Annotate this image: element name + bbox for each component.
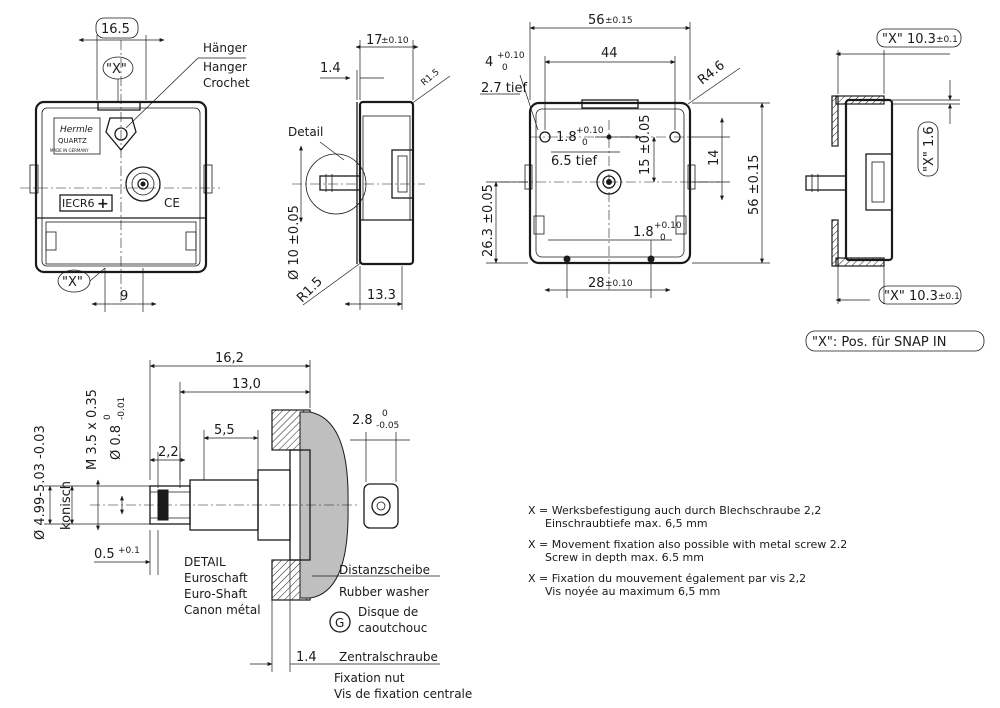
shaft-detail: 16,2 13,0 5,5 2,2 M 3.5 x 0.35 Ø 0.8 0 -…	[33, 351, 472, 701]
dim-1-4: 1.4	[320, 61, 341, 76]
label-vis-fix: Vis de fixation centrale	[334, 687, 472, 701]
snap-in-view: "X" 10.3 ±0.1 "X" 1.6 "X" 10.3 ±0.1 "X":…	[805, 28, 985, 352]
dim-nut-2-8-up: 0	[382, 409, 388, 419]
note-fr-line2: Vis noyée au maximum 6,5 mm	[545, 585, 720, 598]
dim-5-5: 5,5	[214, 423, 235, 438]
dim-0-5-tol: +0.1	[118, 546, 140, 556]
dim-13-0: 13,0	[232, 377, 261, 392]
front-view: Hermle QUARTZ MADE IN GERMANY IECR6 + CE…	[20, 17, 250, 312]
dim-m35: M 3.5 x 0.35	[85, 389, 100, 470]
dim-r1-5-top: R1.5	[420, 67, 442, 88]
note-de-line2: Einschraubtiefe max. 6,5 mm	[545, 517, 708, 530]
label-zentral: Zentralschraube	[339, 650, 438, 664]
dim-16-2: 16,2	[215, 351, 244, 366]
label-euro-shaft: Euro-Shaft	[184, 587, 247, 601]
dim-44: 44	[601, 46, 618, 61]
hand-shaft-gear	[125, 166, 161, 202]
dim-1-4-shaft: 1.4	[296, 650, 317, 665]
dim-4: 4	[485, 55, 493, 70]
back-view: 56 ±0.15 44 R4.6 4 +0.10 0 2.7 tief 1.8 …	[480, 13, 770, 298]
note-en-line1: X = Movement fixation also possible with…	[528, 538, 847, 551]
x-mark-bottom: "X"	[62, 275, 83, 290]
made-in-text: MADE IN GERMANY	[50, 148, 89, 153]
dim-1-8b-up: +0.10	[654, 221, 682, 231]
x-mark-top: "X"	[106, 62, 127, 77]
dim-14: 14	[707, 149, 722, 166]
dim-1-8-lo: 0	[582, 138, 588, 148]
dim-snap-top: "X" 10.3	[882, 32, 936, 47]
dim-6-5: 6.5 tief	[551, 154, 598, 169]
dim-snap-bot-tol: ±0.1	[938, 292, 960, 302]
note-fr-line1: X = Fixation du mouvement également par …	[528, 572, 806, 585]
dim-26-3: 26.3 ±0.05	[481, 184, 496, 257]
ce-mark: CE	[164, 196, 180, 210]
dim-2-7: 2.7 tief	[481, 81, 528, 96]
snap-note: "X": Pos. für SNAP IN	[812, 335, 946, 350]
battery-label: IECR6	[62, 197, 95, 210]
dim-15: 15 ±0.05	[638, 114, 653, 175]
label-hanger: Hanger	[203, 60, 247, 74]
dim-28-tol: ±0.10	[605, 279, 633, 289]
quartz-text: QUARTZ	[58, 137, 87, 145]
dim-nut-2-8: 2.8	[352, 413, 373, 428]
dim-nut-2-8-lo: -0.05	[376, 421, 399, 431]
label-caoutchouc: caoutchouc	[358, 621, 427, 635]
dim-d08: Ø 0.8	[109, 425, 124, 460]
dim-d499: Ø 4.99-5.03 -0.03	[33, 425, 48, 540]
label-fixation-nut: Fixation nut	[334, 671, 405, 685]
dim-1-8-up: +0.10	[576, 126, 604, 136]
dim-4-up: +0.10	[497, 51, 525, 61]
note-en-line2: Screw in depth max. 6.5 mm	[545, 551, 704, 564]
dim-56-top-tol: ±0.15	[605, 16, 633, 26]
note-de-line1: X = Werksbefestigung auch durch Blechsch…	[528, 504, 821, 517]
fixation-notes: X = Werksbefestigung auch durch Blechsch…	[528, 504, 847, 598]
dim-snap-mid: "X" 1.6	[922, 126, 937, 172]
dim-13-3: 13.3	[367, 288, 396, 303]
label-haenger: Hänger	[203, 41, 247, 55]
label-canon: Canon métal	[184, 603, 261, 617]
side-view: Detail Ø 10 ±0.05 17 ±0.10 1.4 R1.5 R1.5…	[287, 33, 451, 310]
label-distanz: Distanzscheibe	[339, 563, 430, 577]
dim-4-lo: 0	[502, 63, 508, 73]
label-rubber: Rubber washer	[339, 585, 429, 599]
battery-plus: +	[97, 196, 109, 212]
label-crochet: Crochet	[203, 76, 250, 90]
dim-1-8b: 1.8	[633, 225, 654, 240]
dim-56-v: 56 ±0.15	[747, 154, 762, 215]
dim-28: 28	[588, 276, 605, 291]
dim-1-8b-lo: 0	[660, 233, 666, 243]
dim-1-8: 1.8	[556, 130, 577, 145]
dim-16-5: 16.5	[101, 22, 130, 37]
label-detail-caps: DETAIL	[184, 555, 226, 569]
label-disque: Disque de	[358, 605, 418, 619]
dim-9: 9	[120, 289, 128, 304]
dim-dia10: Ø 10 ±0.05	[287, 205, 302, 280]
label-euroschaft: Euroschaft	[184, 571, 248, 585]
dim-0-5: 0.5	[94, 547, 115, 562]
dim-r4-6: R4.6	[695, 58, 728, 88]
nut-detail: 2.8 0 -0.05	[350, 409, 410, 529]
label-detail: Detail	[288, 125, 323, 139]
label-g: G	[335, 616, 344, 630]
dim-d08-up: 0	[103, 414, 113, 420]
dim-17-tol: ±0.10	[381, 36, 409, 46]
dim-56-top: 56	[588, 13, 605, 28]
brand-logo: Hermle QUARTZ MADE IN GERMANY	[50, 117, 101, 155]
dim-d08-lo: -0.01	[117, 397, 127, 420]
dim-17: 17	[366, 33, 383, 48]
dim-2-2: 2,2	[158, 445, 179, 460]
dim-snap-top-tol: ±0.1	[936, 35, 958, 45]
dim-snap-bot: "X" 10.3	[884, 289, 938, 304]
brand-text: Hermle	[60, 125, 93, 135]
